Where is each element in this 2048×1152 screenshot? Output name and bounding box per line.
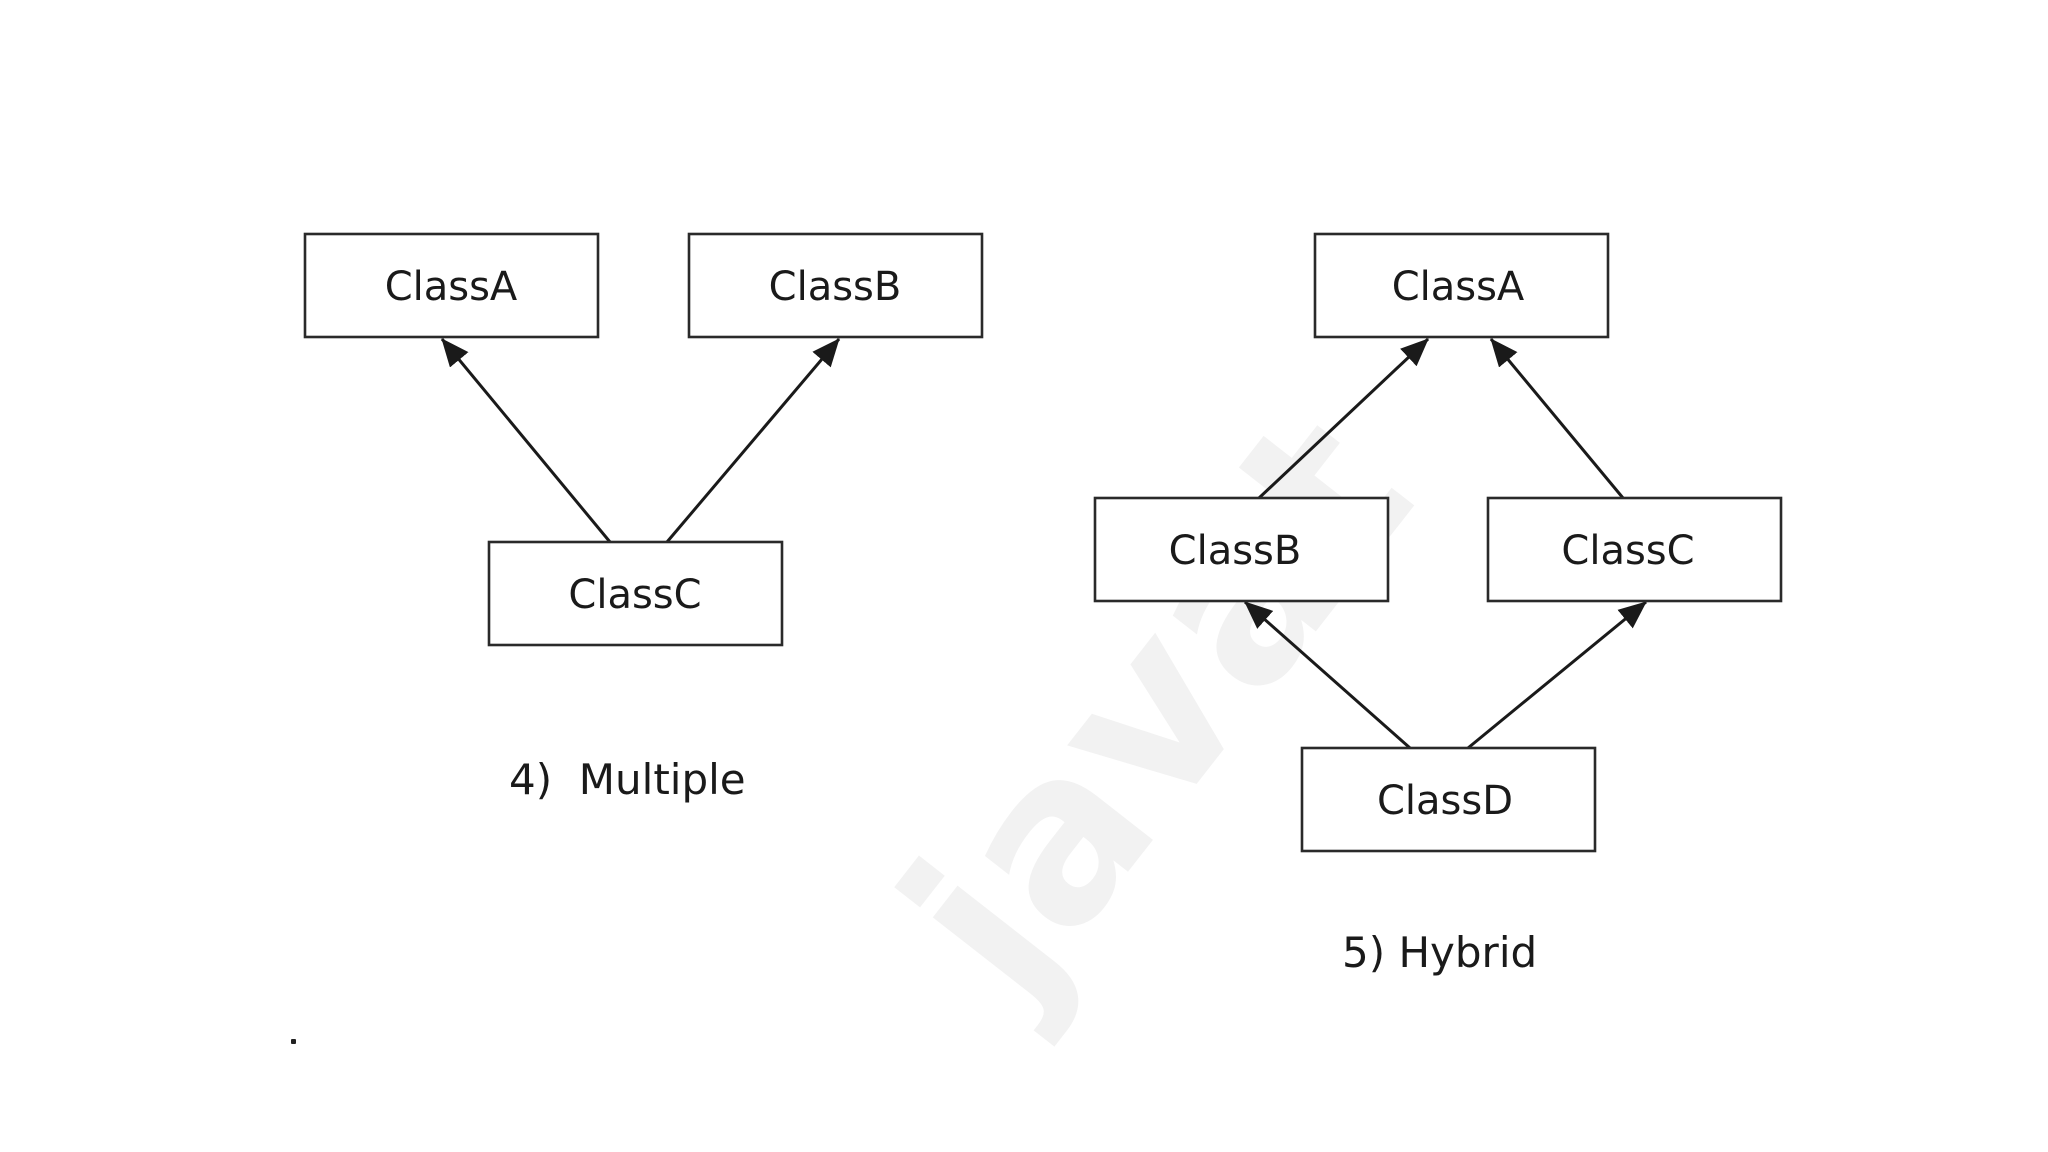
hybrid-caption: 5) Hybrid xyxy=(1342,928,1537,977)
hybrid-node-classd-label: ClassD xyxy=(1377,778,1513,824)
hybrid-node-classb-label: ClassB xyxy=(1169,528,1302,574)
multiple-edge-c-to-a xyxy=(440,338,612,543)
hybrid-inheritance-diagram: ClassA ClassB ClassC ClassD 5) Hybrid xyxy=(1093,232,1783,977)
hybrid-node-classa-label: ClassA xyxy=(1392,264,1525,310)
multiple-node-classa-label: ClassA xyxy=(385,264,518,310)
hybrid-node-classb: ClassB xyxy=(1093,496,1390,603)
hybrid-node-classd: ClassD xyxy=(1300,746,1597,853)
multiple-node-classc: ClassC xyxy=(487,540,784,647)
multiple-inheritance-diagram: ClassA ClassB ClassC 4) Multiple xyxy=(303,232,984,804)
hybrid-edge-c-to-a xyxy=(1489,338,1625,499)
hybrid-node-classc-label: ClassC xyxy=(1561,528,1694,574)
hybrid-edge-b-to-a xyxy=(1257,337,1430,500)
multiple-node-classc-label: ClassC xyxy=(568,572,701,618)
multiple-edge-c-to-b xyxy=(665,338,841,543)
multiple-caption: 4) Multiple xyxy=(509,755,746,804)
hybrid-edge-d-to-b xyxy=(1244,600,1411,750)
stray-dot xyxy=(291,1039,296,1044)
multiple-node-classb: ClassB xyxy=(687,232,984,339)
hybrid-node-classa: ClassA xyxy=(1313,232,1610,339)
hybrid-node-classc: ClassC xyxy=(1486,496,1783,603)
multiple-node-classb-label: ClassB xyxy=(769,264,902,310)
hybrid-edge-d-to-c xyxy=(1467,600,1647,750)
multiple-node-classa: ClassA xyxy=(303,232,600,339)
